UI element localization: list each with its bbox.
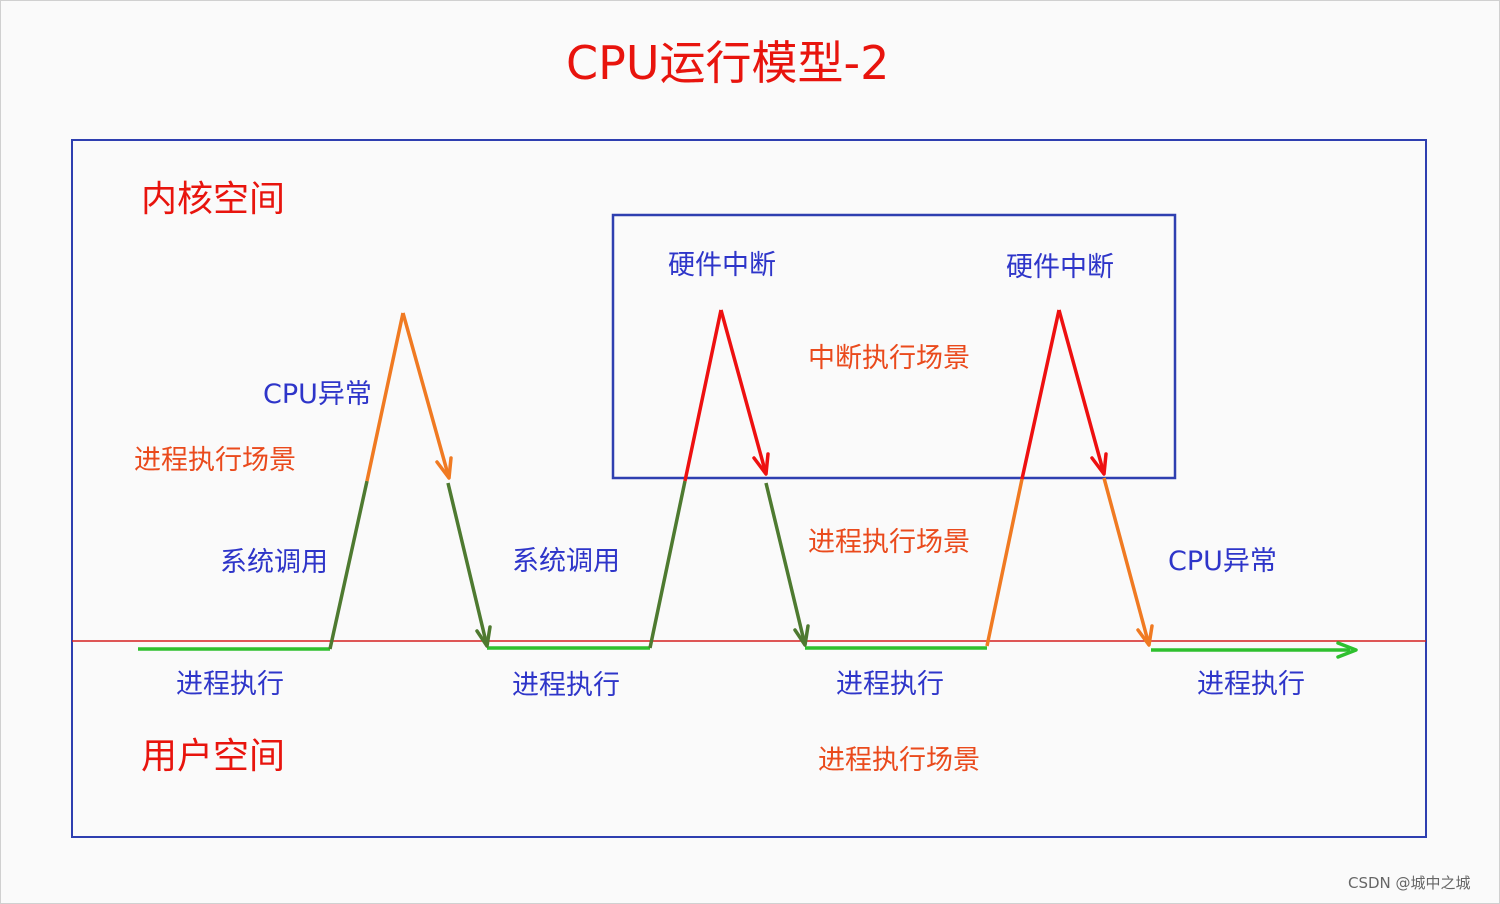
interrupt-arrowhead-2 <box>1090 452 1108 476</box>
process-exec-label-4: 进程执行 <box>1197 669 1305 700</box>
user-space-label: 用户空间 <box>141 736 286 777</box>
cpu-exception-label-1: CPU异常 <box>263 379 372 410</box>
diagram-title: CPU运行模型-2 <box>566 36 890 90</box>
exception-down-1 <box>401 312 451 479</box>
exception-down-2 <box>1102 477 1151 646</box>
syscall-down-1 <box>446 482 489 647</box>
interrupt-box <box>611 213 1177 480</box>
interrupt-scene-label: 中断执行场景 <box>808 343 970 374</box>
exception-up-1 <box>365 312 405 482</box>
process-scene-label-user: 进程执行场景 <box>818 745 980 776</box>
exception-arrowhead-1 <box>435 456 453 480</box>
cpu-exception-label-2: CPU异常 <box>1168 546 1277 577</box>
syscall-up-2 <box>648 480 687 649</box>
syscall-label-2: 系统调用 <box>512 546 620 577</box>
interrupt-up-2 <box>1020 309 1061 480</box>
syscall-arrowhead-2 <box>793 624 810 647</box>
interrupt-down-2 <box>1057 309 1106 475</box>
exception-up-2 <box>985 478 1024 647</box>
process-scene-label-kernel: 进程执行场景 <box>134 445 296 476</box>
outer-frame <box>71 139 1427 838</box>
interrupt-down-1 <box>719 309 768 475</box>
watermark: CSDN @城中之城 <box>1348 874 1471 892</box>
kernel-space-label: 内核空间 <box>141 179 286 220</box>
process-arrowhead <box>1336 641 1358 659</box>
syscall-label-1: 系统调用 <box>220 547 328 578</box>
process-scene-label-middle: 进程执行场景 <box>808 527 970 558</box>
process-exec-label-1: 进程执行 <box>176 669 284 700</box>
interrupt-up-1 <box>683 309 723 482</box>
syscall-up-1 <box>328 480 369 650</box>
hw-interrupt-label-2: 硬件中断 <box>1006 252 1114 283</box>
interrupt-arrowhead-1 <box>752 452 770 476</box>
syscall-arrowhead-1 <box>475 625 492 648</box>
syscall-down-2 <box>764 482 807 646</box>
hw-interrupt-label-1: 硬件中断 <box>668 250 776 281</box>
exception-arrowhead-2 <box>1136 624 1154 647</box>
process-exec-label-2: 进程执行 <box>512 670 620 701</box>
process-exec-label-3: 进程执行 <box>836 669 944 700</box>
